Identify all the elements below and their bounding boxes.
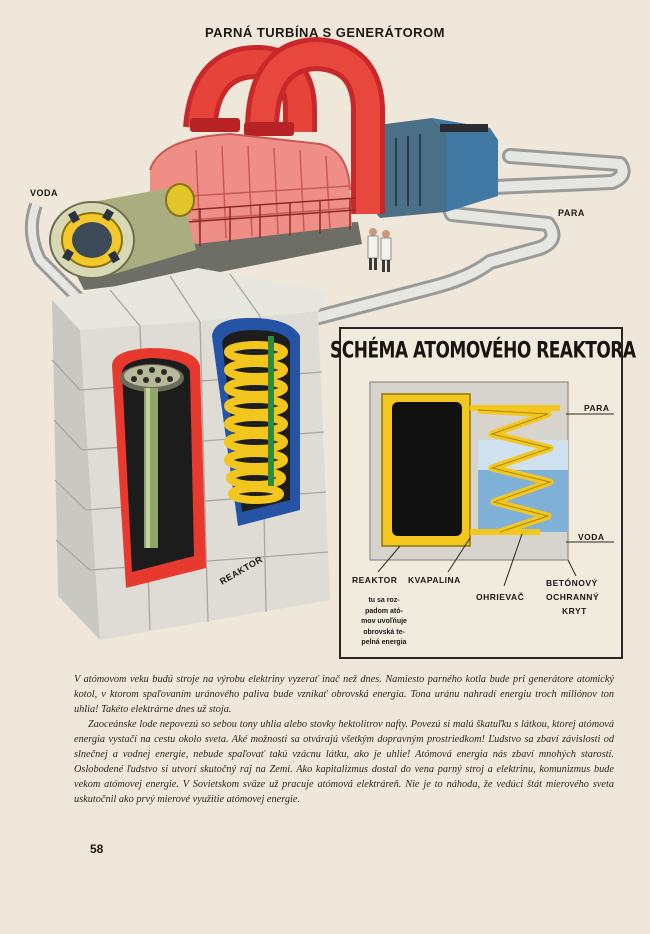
schema-label-ohrievac: OHRIEVAČ xyxy=(476,592,525,602)
body-text: V atómovom veku budú stroje na výrobu el… xyxy=(74,672,614,807)
schema-title: SCHÉMA ATOMOVÉHO REAKTORA xyxy=(330,338,636,364)
red-steam-pipes xyxy=(183,36,385,214)
illustration-title: PARNÁ TURBÍNA S GENERÁTOROM xyxy=(204,25,446,40)
reactor-coil-chamber xyxy=(212,318,300,526)
schema-label-kryt-2: OCHRANNÝ xyxy=(546,592,600,602)
paragraph-2: Zaoceánske lode nepovezú so sebou tony u… xyxy=(74,719,614,805)
turbine-front-drum xyxy=(49,183,196,279)
engineers-figures xyxy=(367,228,392,272)
label-para: PARA xyxy=(558,208,585,218)
note-line: tu sa roz- xyxy=(368,597,400,604)
turbine-housing xyxy=(149,132,357,246)
turbine-base xyxy=(70,222,362,290)
schema-label-kryt-3: KRYT xyxy=(562,606,587,616)
note-line: pelná energia xyxy=(361,639,407,646)
water-pipe xyxy=(24,202,85,305)
power-plant-illustration xyxy=(24,36,631,659)
steam-pipe xyxy=(292,148,631,330)
schema-label-kvapalina: KVAPALINA xyxy=(408,575,461,585)
schema-label-voda: VODA xyxy=(578,532,605,542)
reactor-core-chamber xyxy=(112,348,206,588)
schema-label-kryt-1: BETÓNOVÝ xyxy=(546,578,598,588)
reactor-schema-diagram xyxy=(339,327,623,659)
label-voda: VODA xyxy=(30,188,59,198)
note-line: mov uvoľňuje xyxy=(361,618,407,625)
reactor-note: tu sa roz- padom ató- mov uvoľňuje obrov… xyxy=(346,596,422,649)
paragraph-1: V atómovom veku budú stroje na výrobu el… xyxy=(74,674,614,715)
schema-label-para: PARA xyxy=(584,403,610,413)
schema-label-reaktor: REAKTOR xyxy=(352,575,398,585)
note-line: padom ató- xyxy=(365,607,403,615)
page-number: 58 xyxy=(90,842,104,856)
note-line: obrovská te- xyxy=(363,628,405,636)
